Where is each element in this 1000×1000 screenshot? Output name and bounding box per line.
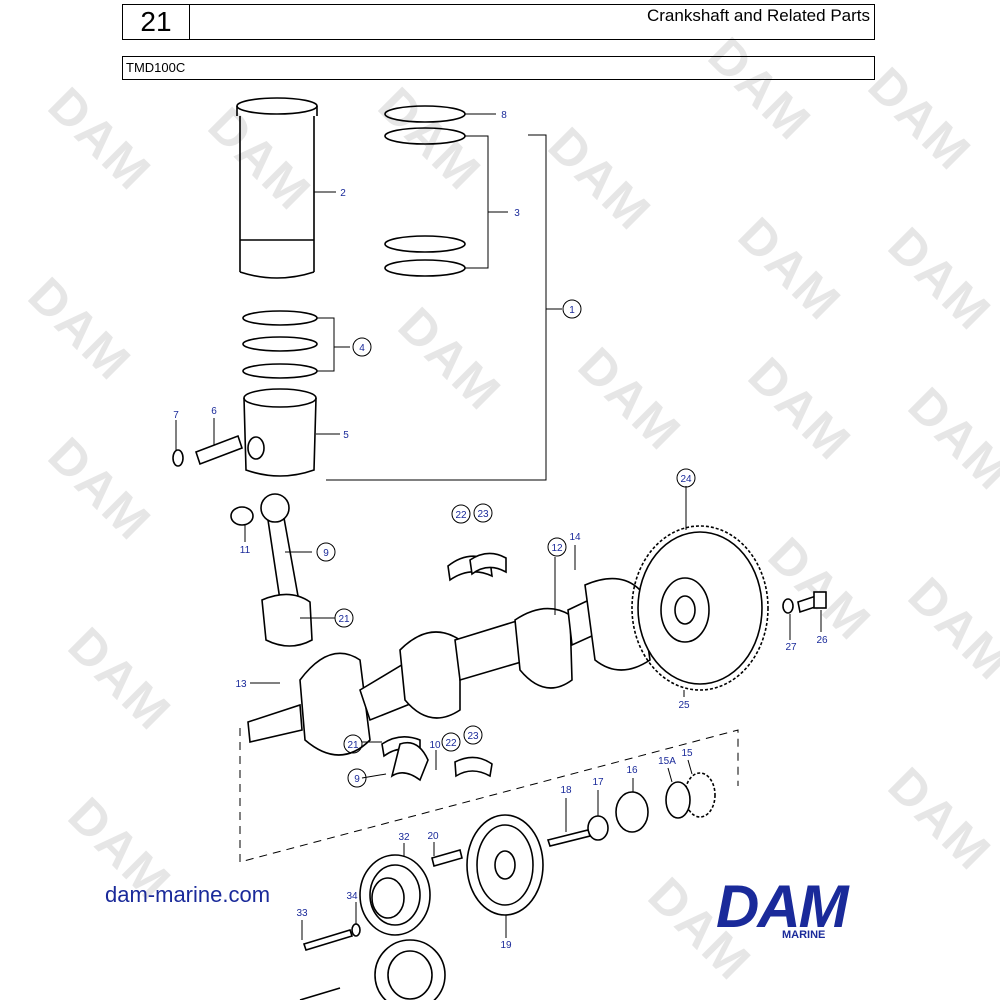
logo-subtitle: MARINE	[782, 929, 826, 941]
label-1: 1	[569, 305, 575, 316]
label-15: 15	[681, 748, 693, 759]
section-number: 21	[123, 5, 190, 39]
crankshaft	[247, 577, 651, 756]
label-5: 5	[343, 430, 349, 441]
piston	[243, 388, 317, 477]
label-circles	[316, 299, 696, 788]
label-33: 33	[296, 908, 308, 919]
vibration-damper	[466, 814, 544, 916]
pulley-bolt	[299, 923, 361, 1000]
label-19: 19	[500, 940, 512, 951]
label-6: 6	[211, 406, 217, 417]
piston-rings	[242, 310, 318, 379]
label-24: 24	[680, 474, 692, 485]
label-10: 10	[429, 740, 441, 751]
label-23: 23	[477, 509, 489, 520]
label-20: 20	[427, 831, 439, 842]
label-22: 22	[455, 510, 467, 521]
label-9-lower: 9	[354, 774, 360, 785]
website-link[interactable]: dam-marine.com	[105, 882, 271, 907]
compression-rings	[384, 105, 466, 277]
main-bearing-shells	[447, 552, 507, 582]
label-13: 13	[235, 679, 247, 690]
label-9: 9	[323, 548, 329, 559]
label-34: 34	[346, 891, 358, 902]
label-26: 26	[816, 635, 828, 646]
label-17: 17	[592, 777, 604, 788]
label-32: 32	[398, 832, 410, 843]
piston-pin	[172, 434, 244, 467]
label-12: 12	[551, 543, 563, 554]
label-16: 16	[626, 765, 638, 776]
label-27: 27	[785, 642, 797, 653]
rod-bearing-shells	[381, 736, 493, 782]
crank-gear	[546, 772, 716, 847]
label-22-lower: 22	[445, 738, 457, 749]
cylinder-liner	[236, 97, 318, 279]
crank-pulley	[359, 849, 463, 1000]
part-labels: 1 2 3 4 5 6 7 8 9 9 10 11 12 13 14 15 15…	[173, 110, 828, 951]
label-3: 3	[514, 208, 520, 219]
flywheel	[631, 525, 769, 691]
label-21-lower: 21	[347, 740, 359, 751]
label-25: 25	[678, 700, 690, 711]
connecting-rod	[230, 493, 313, 647]
label-4: 4	[359, 343, 365, 354]
label-15a: 15A	[658, 756, 676, 767]
label-21: 21	[338, 614, 350, 625]
page-title: Crankshaft and Related Parts	[646, 6, 870, 25]
label-8: 8	[501, 110, 507, 121]
label-2: 2	[340, 188, 346, 199]
leader-lines	[175, 113, 822, 940]
page-header: 21 Crankshaft and Related Parts	[122, 4, 875, 40]
label-14: 14	[569, 532, 581, 543]
label-7: 7	[173, 410, 179, 421]
model-name: TMD100C	[126, 60, 186, 75]
model-bar: TMD100C	[122, 56, 875, 80]
dam-logo: DAM	[716, 873, 849, 940]
label-23-lower: 23	[467, 731, 479, 742]
label-18: 18	[560, 785, 572, 796]
flywheel-bolt	[782, 591, 827, 614]
label-11: 11	[240, 545, 251, 556]
